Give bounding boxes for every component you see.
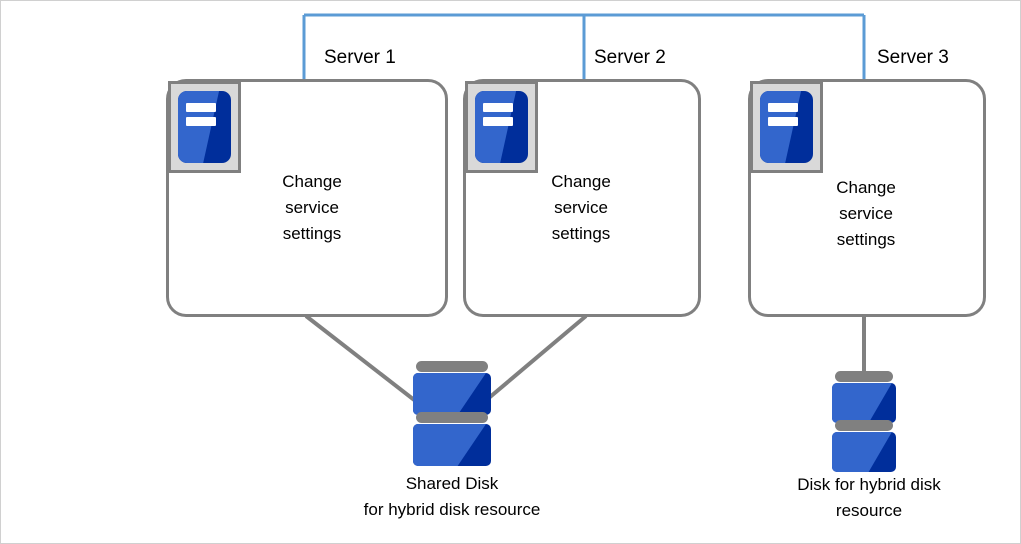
disk-platter-top	[832, 383, 896, 423]
server-icon-2	[465, 81, 538, 173]
disk-cap-top	[834, 371, 894, 382]
server-chassis-graphic	[178, 91, 231, 163]
shared-disk-icon	[413, 361, 491, 466]
server-label-3: Server 3	[877, 47, 949, 68]
server3-disk-icon	[832, 371, 896, 472]
server-chassis-graphic	[475, 91, 528, 163]
server-slot-bar-top	[483, 102, 514, 112]
server-chassis-graphic	[760, 91, 813, 163]
disk-platter-top	[413, 373, 491, 415]
network-bracket	[302, 13, 866, 81]
server-box-1[interactable]	[166, 79, 448, 317]
server-label-1: Server 1	[324, 47, 396, 68]
shared-disk-caption: Shared Disk for hybrid disk resource	[363, 474, 541, 519]
server-slot-bar-bottom	[186, 116, 217, 127]
server-icon-3	[750, 81, 823, 173]
server-slot-bar-top	[768, 102, 799, 112]
server-body-text-3: Change service settings	[836, 178, 896, 249]
server-icon-1	[168, 81, 241, 173]
disk-connector-lines	[304, 314, 866, 415]
server-body-text-2: Change service settings	[551, 172, 611, 243]
disk-platter-bottom	[832, 432, 896, 472]
disk-cap-top	[416, 361, 488, 372]
server-body-text-1: Change service settings	[282, 172, 342, 243]
server-slot-bar-bottom	[483, 116, 514, 127]
disk-platter-bottom	[413, 424, 491, 466]
connector-server1-to-shared-disk	[304, 314, 433, 415]
server3-disk-caption: Disk for hybrid disk resource	[797, 475, 941, 520]
server-label-2: Server 2	[594, 47, 666, 68]
server-slot-bar-bottom	[768, 116, 799, 127]
server-slot-bar-top	[186, 102, 217, 112]
disk-cap-middle	[834, 420, 894, 431]
disk-cap-middle	[416, 412, 488, 423]
